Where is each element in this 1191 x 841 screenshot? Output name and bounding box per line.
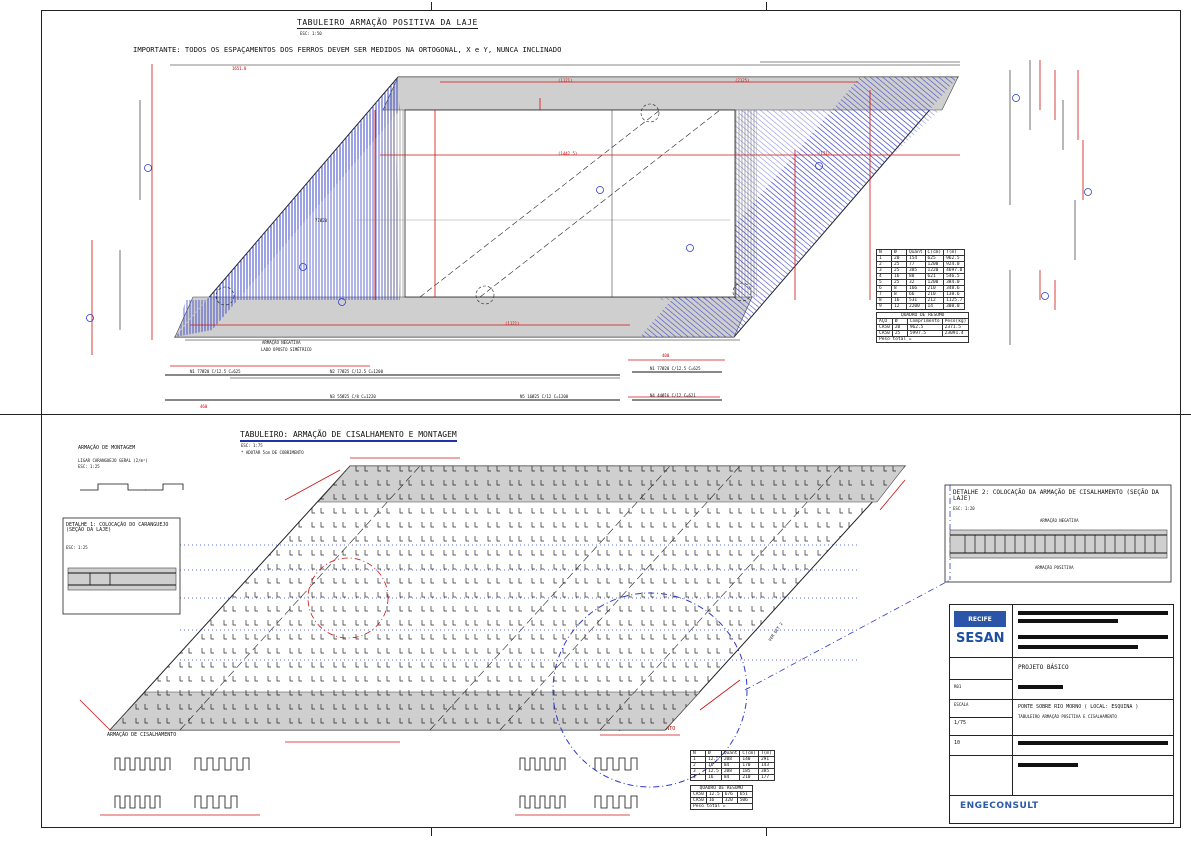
detail2-title: DETALHE 2: COLOCAÇÃO DA ARMAÇÃO DE CISAL… bbox=[953, 489, 1159, 502]
detail2-positiva: ARMAÇÃO POSITIVA bbox=[1035, 565, 1074, 570]
dim-171: (171) bbox=[818, 151, 831, 156]
dim-2125: (2125) bbox=[735, 78, 750, 83]
sheet-frame bbox=[41, 10, 1181, 828]
montagem-scale: ESC: 1:25 bbox=[78, 464, 100, 469]
bar-n4-label: N4 44Ø16 C/12 C=621 bbox=[650, 393, 696, 398]
sesan-logo: SESAN bbox=[956, 631, 1005, 646]
detail2-scale: ESC: 1:20 bbox=[953, 506, 975, 511]
montagem-title: ARMAÇÃO DE MONTAGEM bbox=[78, 445, 136, 451]
bar-n5-label: N5 16Ø25 C/12 C=1200 bbox=[520, 394, 569, 399]
tb-sub: TABULEIRO ARMAÇÃO POSITIVA E CISALHAMENT… bbox=[1018, 714, 1117, 719]
dim-1442: (1442.5) bbox=[558, 151, 578, 156]
dim-1651: 1651.0 bbox=[232, 66, 247, 71]
dim-400: 400 bbox=[662, 353, 670, 358]
important-note: IMPORTANTE: TODOS OS ESPAÇAMENTOS DOS FE… bbox=[133, 45, 562, 54]
bar-n1-label: N1 77Ø20 C/12.5 C=625 bbox=[190, 369, 241, 374]
bottom-scale: ESC: 1:75 bbox=[241, 443, 263, 448]
detail1-scale: ESC: 1:25 bbox=[66, 545, 88, 550]
bar-n1b-label: N1 77Ø20 C/12.5 C=625 bbox=[650, 366, 701, 371]
detail2-negativa: ARMAÇÃO NEGATIVA bbox=[1040, 518, 1079, 523]
cisalhamento-title: ARMAÇÃO DE CISALHAMENTO bbox=[107, 732, 177, 738]
top-scale: ESC: 1:50 bbox=[300, 31, 322, 36]
tb-escala: 1/75 bbox=[954, 720, 967, 726]
dim-77: 77Ø20 bbox=[315, 218, 328, 223]
sheet-divider bbox=[0, 414, 1191, 415]
tb-rev-value: R01 bbox=[954, 684, 962, 689]
detail1-title: DETALHE 1: COLOCAÇÃO DO CARANGUEJO (SEÇÃ… bbox=[66, 522, 169, 533]
tb-escala-label: ESCALA bbox=[954, 702, 969, 707]
dim-460: 460 bbox=[200, 404, 208, 409]
bar-n2-label: N2 77Ø25 C/12.5 C=1200 bbox=[330, 369, 383, 374]
bar-n3-label: N3 55Ø25 C/8 C=1220 bbox=[330, 394, 376, 399]
dim-1121: (1121) bbox=[558, 78, 573, 83]
recife-logo: RECIFE bbox=[954, 611, 1006, 627]
engeconsult-logo: ENGECONSULT bbox=[960, 801, 1039, 811]
bottom-title: TABULEIRO: ARMAÇÃO DE CISALHAMENTO E MON… bbox=[240, 431, 457, 442]
tb-projeto: PROJETO BÁSICO bbox=[1018, 664, 1069, 671]
tb-folha: 10 bbox=[954, 740, 961, 746]
bottom-note: * ADOTAR 5cm DE COBRIMENTO bbox=[241, 450, 304, 455]
tb-ponte: PONTE SOBRE RIO MORNO ( LOCAL: ESQUINA ) bbox=[1018, 704, 1139, 710]
dim-1121b: (1121) bbox=[505, 321, 520, 326]
lado-oposto: LADO OPOSTO SIMÉTRICO bbox=[261, 347, 312, 352]
armacao-negativa-label: ARMAÇÃO NEGATIVA bbox=[262, 340, 301, 345]
title-block: RECIFE SESAN PROJETO BÁSICO R01 PONTE SO… bbox=[949, 604, 1174, 824]
montagem-sub: LIGAR CARANGUEJO GERAL (2/m²) bbox=[78, 458, 148, 463]
top-title: TABULEIRO ARMAÇÃO POSITIVA DA LAJE bbox=[297, 18, 478, 29]
